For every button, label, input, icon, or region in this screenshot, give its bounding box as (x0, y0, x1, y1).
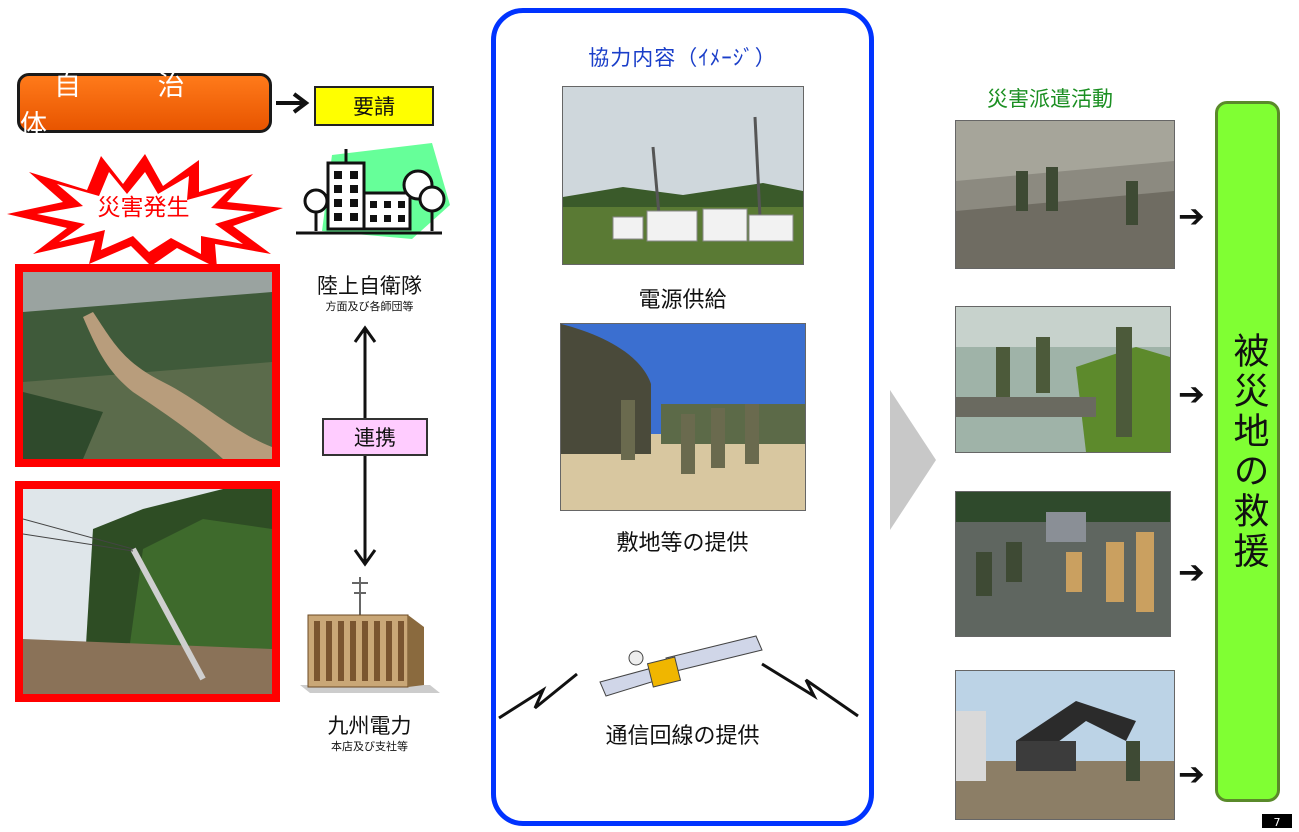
power-supply-photo (562, 86, 804, 265)
satellite-icon (599, 635, 763, 697)
signal-left-icon (498, 672, 578, 720)
request-label: 要請 (314, 86, 434, 126)
signal-right-icon (761, 662, 859, 718)
cooperation-label: 連携 (322, 418, 428, 456)
kyuden-building-icon (300, 577, 440, 693)
panel-title: 協力内容（ｲﾒｰｼﾞ） (588, 46, 777, 70)
arrow-right-icon: ➔ (1178, 553, 1205, 591)
relief-label: 被災地の救援 (1227, 331, 1269, 572)
disaster-label: 災害発生 (97, 195, 190, 221)
kyuden-subtitle: 本店及び支社等 (331, 740, 408, 753)
fallen-powerline-photo (15, 481, 280, 702)
site-provision-photo (560, 323, 806, 511)
relief-box: 被災地の救援 (1215, 101, 1280, 802)
arrow-right-icon: ➔ (1178, 197, 1205, 235)
rescue-photo-1 (955, 120, 1175, 269)
chevron-right-icon (890, 390, 936, 530)
arrow-right-icon (276, 92, 310, 114)
rescue-photo-3 (955, 491, 1171, 637)
rescue-photo-4 (955, 670, 1175, 820)
cooperation-panel (491, 8, 874, 826)
power-supply-label: 電源供給 (638, 288, 727, 313)
page-number: 7 (1262, 814, 1292, 829)
municipality-box: 自 治 体 (17, 71, 272, 141)
gsdf-building-icon (296, 143, 450, 239)
arrow-right-icon: ➔ (1178, 755, 1205, 793)
rescue-photo-2 (955, 306, 1171, 453)
site-provision-label: 敷地等の提供 (616, 531, 749, 556)
kyuden-name: 九州電力 (327, 714, 412, 738)
comm-line-label: 通信回線の提供 (605, 724, 760, 749)
disaster-relief-title: 災害派遣活動 (987, 87, 1113, 111)
landslide-aerial-photo (15, 264, 280, 467)
arrow-right-icon: ➔ (1178, 375, 1205, 413)
disaster-starburst-icon (7, 154, 283, 268)
gsdf-name: 陸上自衛隊 (317, 274, 422, 298)
gsdf-subtitle: 方面及び各師団等 (325, 300, 414, 313)
